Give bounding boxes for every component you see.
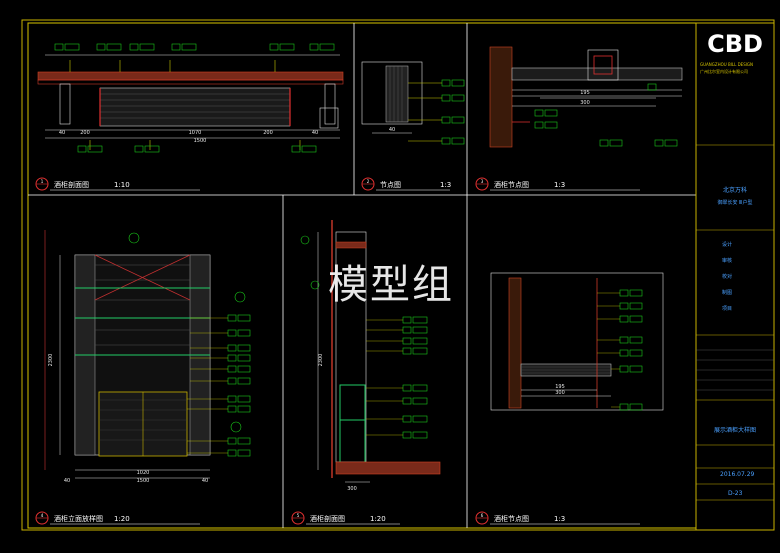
dimension-label: 40 [59, 130, 65, 136]
dimension-label: 40 [202, 478, 208, 484]
panel-scale-p4: 1:20 [114, 515, 130, 523]
rev-label: 制图 [722, 289, 732, 296]
panel-scale-p5: 1:20 [370, 515, 386, 523]
panel-bubble-number: 5 [297, 513, 300, 518]
panel-title-p6: 酒柜节点图 [494, 514, 529, 523]
panel-3-drawing [489, 46, 683, 148]
panel-4-drawing [44, 230, 251, 479]
panel-title-p4: 酒柜立面放样图 [54, 514, 103, 523]
panel-bubble-number: 3 [481, 179, 484, 184]
title-underlines [50, 189, 640, 525]
panel-bubble-number: 2 [367, 179, 370, 184]
panel-5-drawing [300, 220, 441, 483]
dimension-label: 1500 [137, 478, 150, 484]
dimension-label: 1020 [137, 470, 150, 476]
rev-label: 设计 [722, 241, 732, 248]
panel-titles: 酒柜剖面图 1:10 节点图 1:3 酒柜节点图 1:3 酒柜立面放样图 1:20 酒柜剖面图 1… [54, 180, 565, 523]
dimension-label: 1070 [189, 130, 202, 136]
panel-title-p3: 酒柜节点图 [494, 180, 529, 189]
title-block-frame [695, 22, 775, 531]
panel-bubbles: 1 2 3 4 5 6 [35, 177, 489, 525]
watermark: 模型组 [328, 262, 454, 308]
panel-6-drawing [490, 272, 664, 411]
panel-2-drawing [361, 61, 465, 145]
dimension-label: 1500 [194, 138, 207, 144]
dimension-label: 40 [312, 130, 318, 136]
project-cn: 北京万科 [723, 186, 747, 194]
rev-rows [696, 349, 774, 391]
panel-scale-p6: 1:3 [554, 515, 565, 523]
dimension-label: 40 [64, 478, 70, 484]
panel-scale-p3: 1:3 [554, 181, 565, 189]
panel-title-p5: 酒柜剖面图 [310, 514, 345, 523]
drawing-title: 展示酒柜大样图 [714, 426, 756, 434]
panel-bubble-number: 4 [41, 513, 44, 518]
panel-title-p1: 酒柜剖面图 [54, 180, 89, 189]
panel-title-p2: 节点图 [380, 181, 401, 189]
dimension-label: 2300 [318, 354, 324, 367]
rev-label: 项目 [722, 306, 732, 312]
company-en: GUANGZHOU BILL DESIGN [700, 62, 753, 67]
dimension-label: 40 [389, 127, 395, 133]
dimension-label: 200 [80, 130, 90, 136]
dimension-label: 200 [263, 130, 273, 136]
panel-1-drawing [37, 43, 344, 153]
company-cn: 广州比尔室内设计有限公司 [700, 68, 748, 74]
dimension-label: 300 [555, 390, 565, 396]
dimension-label: 300 [580, 100, 590, 106]
dimension-label: 2300 [48, 354, 54, 367]
panel-scale-p1: 1:10 [114, 181, 130, 189]
date: 2016.07.29 [720, 471, 755, 478]
rev-label: 校对 [722, 273, 732, 280]
panel-bubble-number: 1 [41, 179, 44, 184]
sheet-no: D-23 [728, 490, 743, 497]
dimension-label: 300 [347, 486, 357, 492]
dimension-label: 195 [580, 90, 590, 96]
rev-label: 审核 [722, 257, 732, 264]
project-sub: 御翠长安 Ⅲ户型 [717, 199, 752, 206]
dimension-label: 195 [555, 384, 565, 390]
panel-scale-p2: 1:3 [440, 181, 451, 189]
logo-text: CBD [707, 30, 763, 58]
panel-bubble-number: 6 [481, 513, 484, 518]
